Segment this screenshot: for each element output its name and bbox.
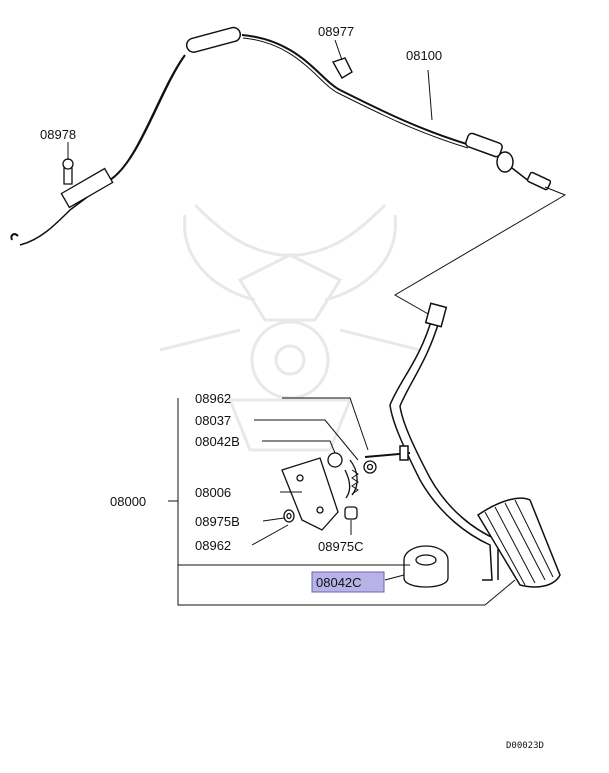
label-08037: 08037: [195, 413, 231, 428]
pedal-arm: [364, 302, 561, 588]
label-08962-bottom: 08962: [195, 538, 231, 553]
label-08042B: 08042B: [195, 434, 240, 449]
label-08975C: 08975C: [318, 539, 364, 554]
pedal-bracket: [281, 452, 449, 588]
label-08006: 08006: [195, 485, 231, 500]
label-08978: 08978: [40, 127, 76, 142]
label-08042C[interactable]: 08042C: [316, 575, 362, 590]
label-08975B: 08975B: [195, 514, 240, 529]
connector-lines: [67, 39, 567, 316]
assembly-bracket-outline: [168, 398, 516, 606]
label-08977: 08977: [318, 24, 354, 39]
diagram-code: D00023D: [506, 741, 544, 751]
label-08000: 08000: [110, 494, 146, 509]
leader-lines: [251, 397, 405, 581]
label-08100: 08100: [406, 48, 442, 63]
accelerator-cable: [10, 26, 552, 246]
label-08962-top: 08962: [195, 391, 231, 406]
highlighted-part-callout[interactable]: 08042C: [311, 571, 385, 593]
